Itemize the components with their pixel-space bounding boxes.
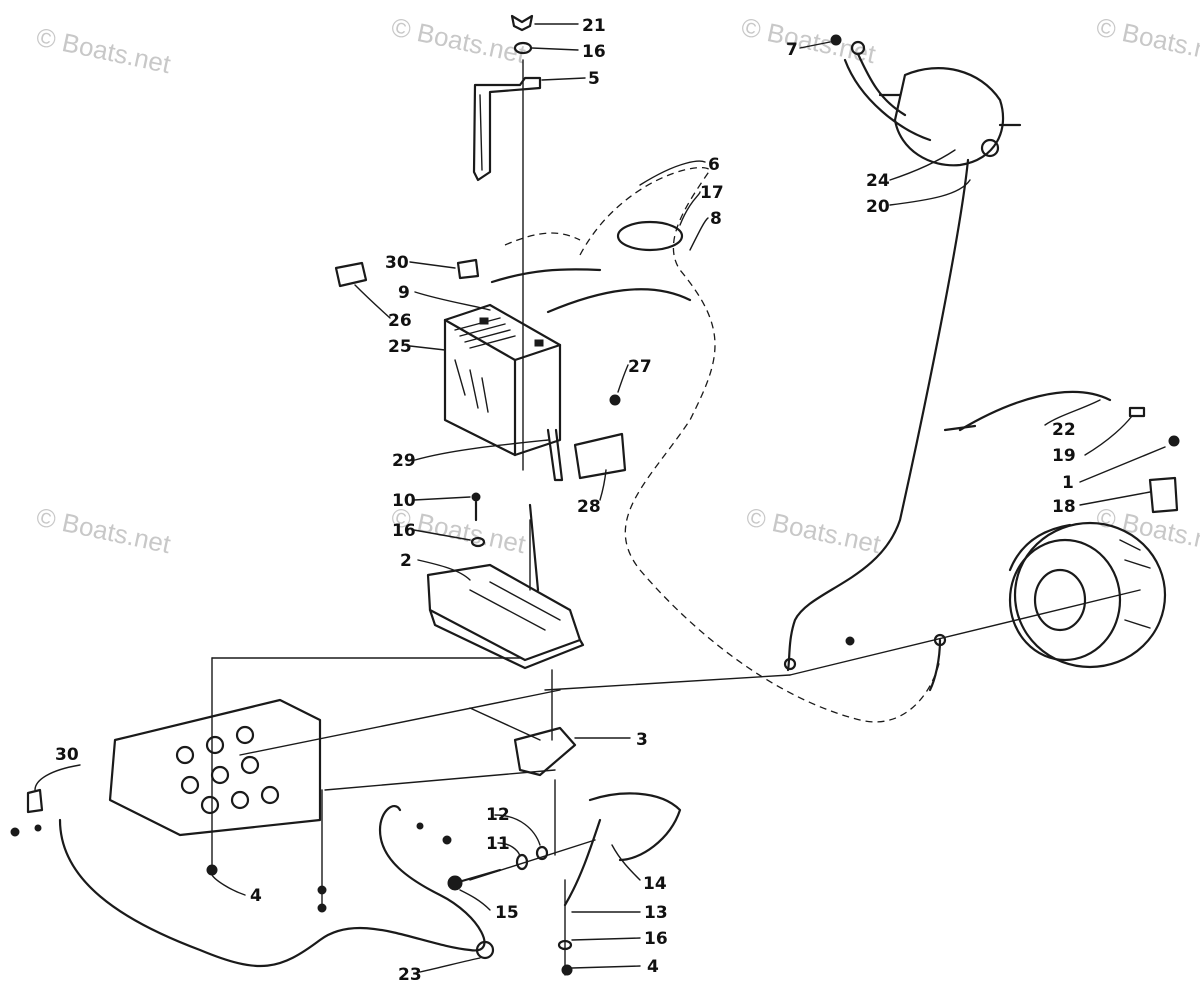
washer-16 [513, 41, 533, 55]
callout-numbers: 21 16 5 6 17 8 30 9 26 25 27 29 28 10 16… [55, 16, 1076, 985]
connector-23 [475, 940, 495, 960]
bolt-lower-a [317, 885, 327, 895]
washer-16-c [557, 939, 573, 951]
callout-16: 16 [582, 42, 606, 62]
callout-9: 9 [398, 283, 410, 303]
engine-block [108, 698, 322, 837]
ground-strap [928, 638, 942, 692]
callout-5: 5 [588, 69, 600, 89]
ground-strap-eye-b [783, 657, 797, 671]
callout-leaders [34, 23, 1166, 973]
watermark: © Boats.net [34, 22, 174, 80]
bolt-10 [471, 492, 481, 502]
pad-18 [1148, 476, 1179, 514]
wire-20 [786, 158, 970, 672]
cable-routing-path [579, 166, 941, 723]
callout-2: 2 [400, 551, 412, 571]
wire-22-end [943, 424, 977, 432]
nut-27 [609, 394, 621, 406]
cable-23 [58, 805, 486, 968]
bracket-5 [472, 76, 542, 182]
callout-25: 25 [388, 337, 412, 357]
terminal-19 [1128, 406, 1146, 418]
nut-mid [442, 835, 452, 845]
washer-mid [416, 822, 424, 830]
watermark: © Boats.net [1094, 12, 1200, 70]
stator-housing [1008, 521, 1167, 669]
callout-1: 1 [1062, 473, 1074, 493]
strap-29 [546, 428, 564, 482]
callout-18: 18 [1052, 497, 1076, 517]
watermark: © Boats.net [389, 12, 529, 70]
hold-down-rod [528, 503, 540, 592]
callout-29: 29 [392, 451, 416, 471]
nut-end [10, 827, 20, 837]
callout-23: 23 [398, 965, 422, 985]
bracket-3 [513, 726, 577, 777]
callout-20: 20 [866, 197, 890, 217]
callout-28: 28 [577, 497, 601, 517]
bolt-lower-b [317, 903, 327, 913]
callout-4-b: 4 [250, 886, 262, 906]
callout-10: 10 [392, 491, 416, 511]
nut-7 [830, 34, 842, 46]
wing-nut-21 [510, 14, 534, 32]
ground-strap-eye [933, 633, 947, 647]
nut-4 [561, 964, 573, 976]
watermark: © Boats.net [739, 12, 879, 70]
battery-25 [443, 303, 562, 457]
strap-13 [563, 818, 602, 907]
callout-26: 26 [388, 311, 412, 331]
wire-22 [958, 390, 1112, 432]
cable-routing-path-2 [504, 232, 581, 246]
watermark: © Boats.net [744, 502, 884, 560]
callout-15: 15 [495, 903, 519, 923]
terminal-cover-30 [456, 258, 480, 280]
pad-26 [334, 261, 368, 288]
nut-1 [1168, 435, 1180, 447]
strap-17 [616, 220, 684, 252]
cable-8 [546, 288, 692, 314]
callout-19: 19 [1052, 446, 1076, 466]
assembly-lines [211, 59, 1141, 976]
callout-17: 17 [700, 183, 724, 203]
callout-22: 22 [1052, 420, 1076, 440]
callout-16-b: 16 [392, 521, 416, 541]
callout-7: 7 [786, 40, 798, 60]
washer-16-b [470, 536, 486, 548]
callout-16-c: 16 [644, 929, 668, 949]
washer-end [34, 824, 42, 832]
callout-8: 8 [710, 209, 722, 229]
washer-12 [535, 845, 549, 861]
callout-30: 30 [385, 253, 409, 273]
watermark: © Boats.net [1094, 502, 1200, 560]
callout-24: 24 [866, 171, 890, 191]
callout-3: 3 [636, 730, 648, 750]
pad-28 [573, 432, 627, 480]
callout-12: 12 [486, 805, 510, 825]
starter-solenoid-24 [843, 40, 1022, 167]
callout-4: 4 [647, 957, 659, 977]
callout-27: 27 [628, 357, 652, 377]
bracket-14 [588, 792, 682, 862]
cable-9 [490, 268, 602, 284]
washer-11 [515, 853, 529, 871]
battery-tray-2 [426, 563, 585, 670]
callout-21: 21 [582, 16, 606, 36]
callout-6: 6 [708, 155, 720, 175]
bolt-15-head [447, 875, 463, 891]
callout-30-b: 30 [55, 745, 79, 765]
nut-small [845, 636, 855, 646]
bolt-15 [460, 868, 502, 883]
callout-13: 13 [644, 903, 668, 923]
watermarks: © Boats.net © Boats.net © Boats.net © Bo… [34, 12, 1200, 560]
watermark: © Boats.net [34, 502, 174, 560]
terminal-cover-30-b [26, 788, 44, 814]
callout-14: 14 [643, 874, 667, 894]
callout-11: 11 [486, 834, 510, 854]
nut-4-b [206, 864, 218, 876]
